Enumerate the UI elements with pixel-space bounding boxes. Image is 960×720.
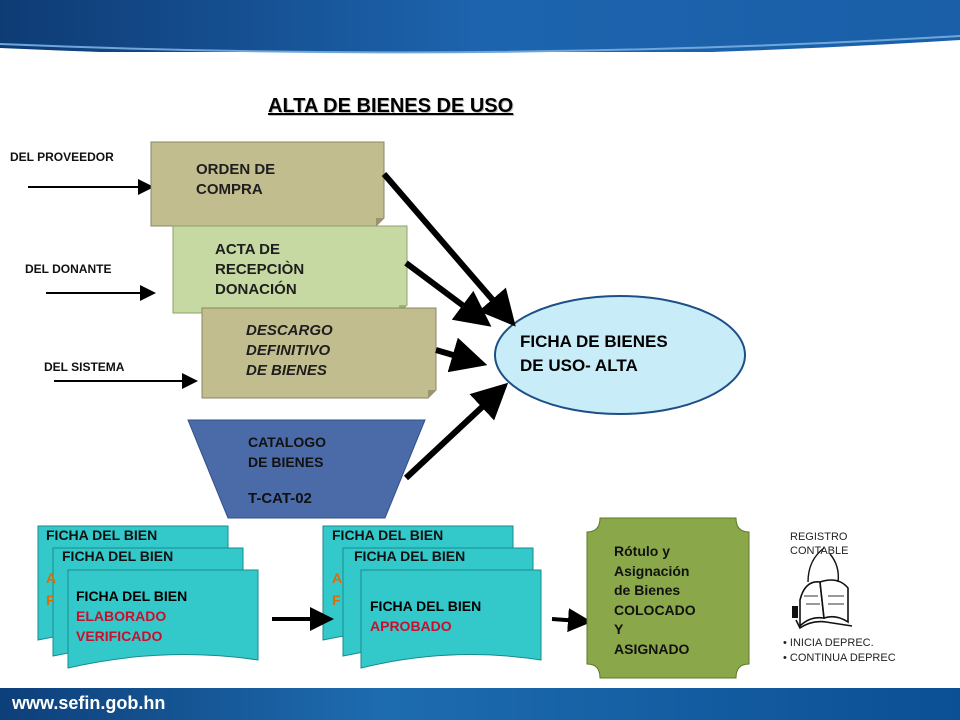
ficha-alta-text: FICHA DE BIENES DE USO- ALTA (520, 332, 668, 375)
source-label-sistema: DEL SISTEMA (44, 360, 125, 374)
orden-compra-text: ORDEN DE COMPRA (196, 161, 276, 198)
catalogo-code: T-CAT-02 (248, 490, 312, 507)
ficha-group1-back-label: FICHA DEL BIEN (46, 527, 158, 543)
arrow-orden-to-ficha (381, 172, 516, 327)
ficha-group2-middle-label: FICHA DEL BIEN (354, 548, 466, 564)
source-label-donante: DEL DONANTE (25, 262, 112, 276)
ficha-group2-back-label: FICHA DEL BIEN (332, 527, 444, 543)
ficha-alta-ellipse (494, 295, 746, 415)
ficha-group1-middle-label: FICHA DEL BIEN (62, 548, 174, 564)
ficha-group1-ghost-a: A (46, 570, 57, 586)
source-label-proveedor: DEL PROVEEDOR (10, 150, 114, 164)
depreciation-list: • INICIA DEPREC. • CONTINUA DEPREC (783, 636, 896, 666)
ficha-group2-front-text: FICHA DEL BIEN APROBADO (370, 598, 482, 634)
registro-contable-label: REGISTRO CONTABLE (790, 531, 849, 557)
ficha-group1-ghost-f: F (46, 592, 55, 608)
header-band (0, 0, 960, 70)
ficha-group2-ghost-a: A (332, 570, 343, 586)
arrow-group2-to-rotulo (551, 608, 592, 633)
page-title: ALTA DE BIENES DE USO (268, 95, 514, 117)
book-icon (792, 579, 853, 630)
acta-recepcion-text: ACTA DE RECEPCIÒN DONACIÓN (215, 241, 305, 298)
catalogo-text: CATALOGO DE BIENES (248, 434, 327, 470)
ficha-group2-ghost-f: F (332, 592, 341, 608)
arrow-icon (807, 547, 840, 583)
footer-url[interactable]: www.sefin.gob.hn (12, 693, 166, 713)
rotulo-shape (586, 517, 750, 679)
footer-band (0, 688, 960, 720)
rotulo-text: Rótulo y Asignación de Bienes COLOCADO Y… (614, 543, 696, 657)
arrow-acta-to-ficha (404, 260, 492, 327)
ficha-group1-front (67, 569, 259, 669)
arrow-descargo-to-ficha (435, 337, 488, 373)
ficha-group1-front-text: FICHA DEL BIEN ELABORADO VERIFICADO (76, 588, 188, 644)
depreciation-item: • CONTINUA DEPREC (783, 652, 896, 664)
arrow-catalogo-to-ficha (403, 382, 509, 481)
ficha-group2-front (360, 569, 542, 669)
catalogo-shape (187, 419, 426, 519)
descargo-text: DESCARGO DEFINITIVO DE BIENES (246, 322, 333, 379)
depreciation-item: • INICIA DEPREC. (783, 637, 874, 649)
